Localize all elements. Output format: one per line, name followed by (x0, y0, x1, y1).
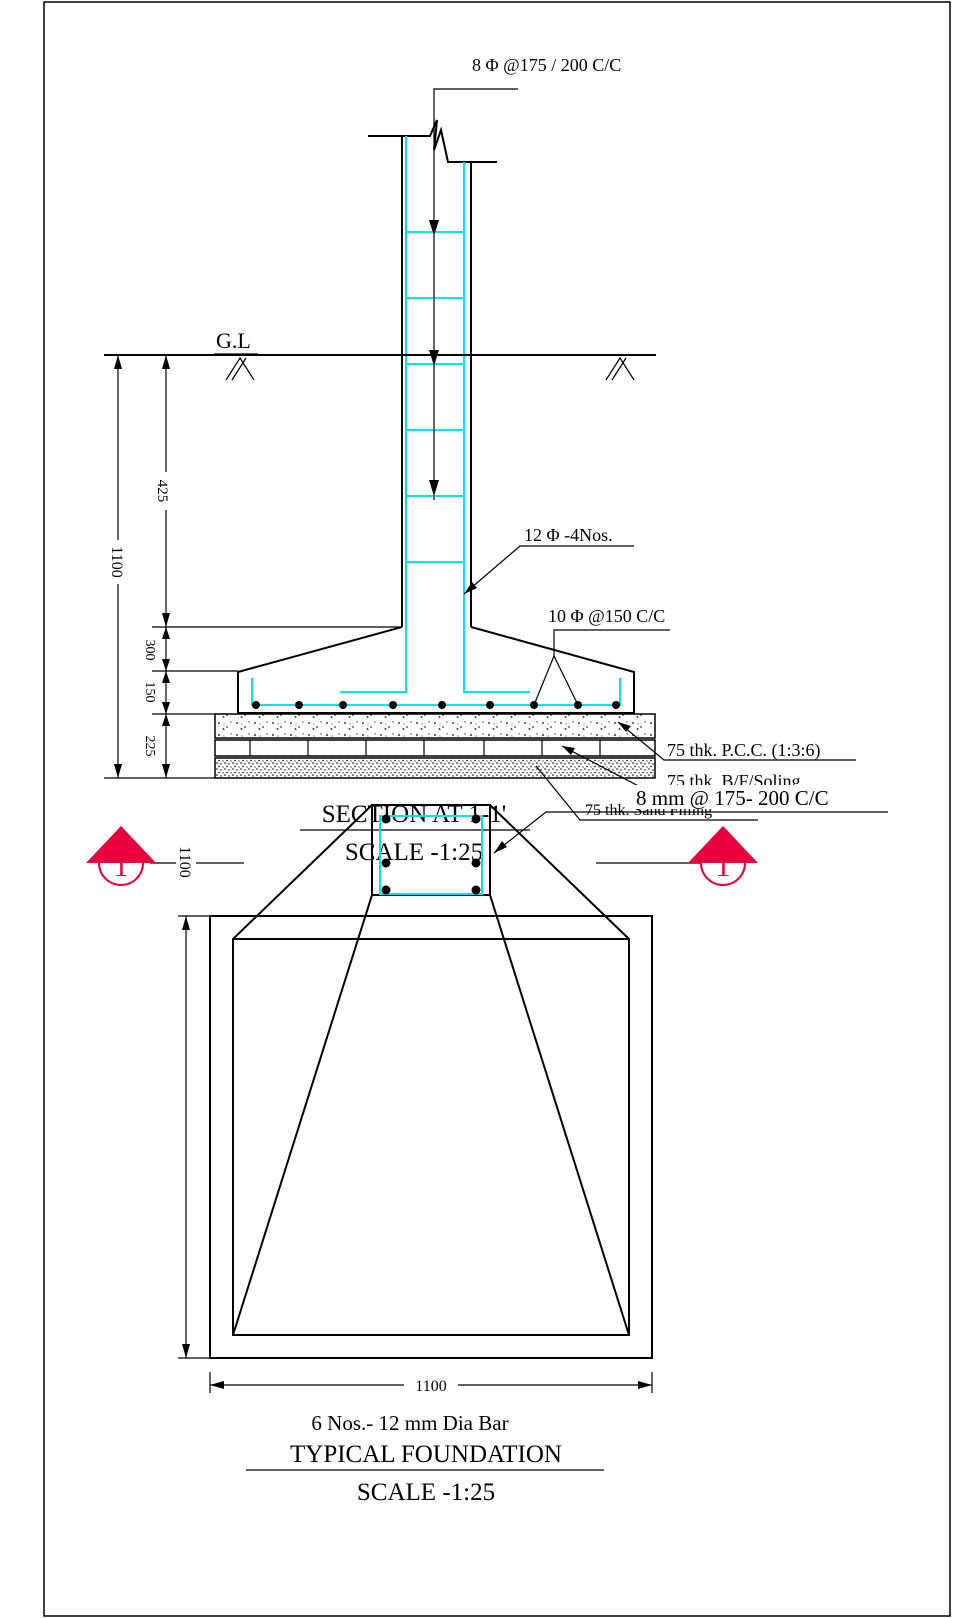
tie-label: 8 mm @ 175- 200 C/C (636, 786, 829, 810)
ground-symbol-right (605, 356, 635, 381)
plan-bar-dots (381, 814, 481, 895)
footing-outline (237, 626, 635, 714)
dim-150: 150 (142, 682, 157, 703)
base-bar-label: 10 Φ @150 C/C (548, 606, 665, 626)
main-bar-label: 12 Φ -4Nos. (524, 525, 613, 545)
base-bar-leader (533, 629, 670, 706)
plan-diagonals (232, 804, 630, 1336)
svg-text:1: 1 (716, 850, 731, 883)
dim-upper: 425 (154, 480, 170, 503)
plan-height-dimension (178, 915, 210, 1359)
svg-text:1: 1 (114, 850, 129, 883)
main-bar-leader (463, 545, 634, 595)
dim-300: 300 (142, 640, 157, 661)
sand-layer (214, 757, 656, 779)
plan-view: 8 mm @ 175- 200 C/C 1 1 1100 (86, 785, 888, 1506)
column-rebar-left (340, 136, 407, 693)
plan-scale: SCALE -1:25 (357, 1479, 495, 1506)
column-rebar-right (463, 162, 530, 693)
section-scale: SCALE -1:25 (345, 839, 483, 866)
dim-total: 1100 (108, 546, 125, 577)
plan-tie (379, 815, 483, 895)
section-view: G.L (104, 55, 856, 866)
top-bar-leader (429, 88, 518, 500)
ground-symbol-left (225, 356, 255, 381)
section-marker-right: 1 (688, 826, 758, 886)
soling-layer (214, 739, 656, 757)
dim-225: 225 (142, 736, 157, 757)
bars-note: 6 Nos.- 12 mm Dia Bar (311, 1411, 508, 1435)
base-rebar (251, 678, 621, 706)
gl-label: G.L (216, 328, 251, 353)
base-rebar-dots (252, 701, 620, 709)
plan-height-dim: 1100 (176, 846, 193, 877)
plan-width-dim: 1100 (415, 1378, 446, 1395)
plan-outer-square (209, 915, 653, 1359)
pcc-label: 75 thk. P.C.C. (1:3:6) (667, 740, 821, 761)
tie-leader (493, 811, 888, 854)
plan-title: TYPICAL FOUNDATION (290, 1441, 562, 1468)
top-bar-label: 8 Φ @175 / 200 C/C (472, 55, 621, 75)
section-marker-left: 1 (86, 826, 156, 886)
sheet-border (43, 1, 951, 1617)
break-line (368, 119, 497, 163)
column-stirrups (406, 231, 464, 563)
dimension-lines (104, 355, 402, 779)
plan-inner-square (232, 938, 630, 1336)
pcc-layer (214, 713, 656, 739)
